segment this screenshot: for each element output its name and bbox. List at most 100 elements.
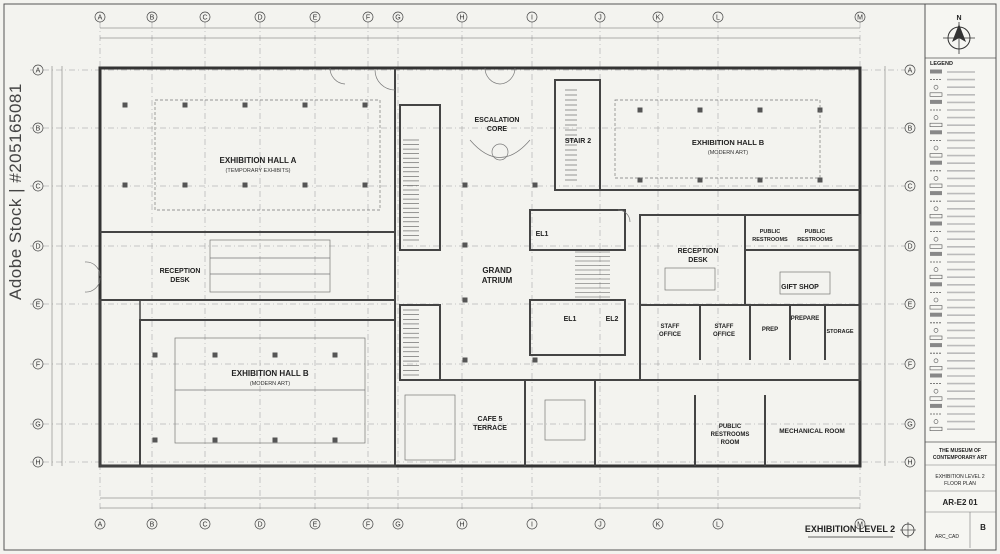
label-staff-office-2a: STAFF [715, 324, 734, 330]
label-core: CORE [487, 126, 508, 133]
grid-bubble [904, 456, 916, 468]
grid-bubble [854, 518, 866, 530]
grid-bubble [652, 518, 664, 530]
grid-bubble [309, 518, 321, 530]
grid-bubble-label: C [202, 14, 207, 21]
label-reception-left: RECEPTION [160, 268, 201, 275]
label-staff-office-1b: OFFICE [659, 332, 681, 338]
label-restrooms-2a: PUBLIC [805, 229, 826, 235]
label-hall-b-left: EXHIBITION HALL B [231, 369, 308, 378]
grid-bubble-label: B [908, 125, 913, 132]
grid-bubble [456, 518, 468, 530]
grid-bubble-label: H [907, 459, 912, 466]
grid-bubble [199, 11, 211, 23]
label-el1-top: EL1 [536, 231, 549, 238]
grid-bubble-label: E [313, 521, 318, 528]
label-restrooms-3a: PUBLIC [719, 424, 742, 430]
column-marker [532, 357, 538, 363]
grid-bubble [146, 518, 158, 530]
grid-bubble [32, 180, 44, 192]
column-marker [242, 182, 248, 188]
grid-bubble-label: C [35, 183, 40, 190]
plan-details [84, 67, 831, 461]
column-marker [637, 107, 643, 113]
grid-bubble-label: D [257, 521, 262, 528]
grid-bubble [32, 298, 44, 310]
column-marker [362, 182, 368, 188]
label-desk-right: DESK [688, 257, 707, 264]
grid-bubble-label: A [36, 67, 41, 74]
grid-bubble [362, 518, 374, 530]
label-staff-office-2b: OFFICE [713, 332, 735, 338]
legend-symbols [929, 69, 975, 432]
grid-bubble [392, 11, 404, 23]
grid-bubble-label: E [313, 14, 318, 21]
grid-bubble [32, 64, 44, 76]
grid-bubble [456, 11, 468, 23]
grid-bubble [652, 11, 664, 23]
grid-bubble-label: C [907, 183, 912, 190]
title-revision: B [980, 523, 986, 532]
grid-bubble-label: F [366, 14, 370, 21]
column-marker [697, 107, 703, 113]
grid-bubble [712, 518, 724, 530]
column-marker [697, 177, 703, 183]
structural-columns [122, 102, 823, 443]
north-arrow-icon: N [943, 15, 975, 54]
label-restrooms-2b: RESTROOMS [797, 237, 833, 243]
label-restrooms-3c: ROOM [721, 440, 740, 446]
column-marker [212, 437, 218, 443]
grid-bubble-label: F [366, 521, 370, 528]
label-cafe: CAFE 5 [478, 416, 503, 423]
grid-bubble-label: B [150, 521, 155, 528]
grid-bubble-label: C [202, 521, 207, 528]
label-hall-a-sub: (TEMPORARY EXHIBITS) [226, 168, 291, 174]
grid-bubble-label: B [150, 14, 155, 21]
label-el1-bottom: EL1 [564, 316, 577, 323]
label-restrooms-3b: RESTROOMS [711, 432, 750, 438]
column-marker [122, 182, 128, 188]
grid-bubble [32, 358, 44, 370]
bottom-sheet-title: EXHIBITION LEVEL 2 [805, 524, 895, 534]
room-labels: EXHIBITION HALL A (TEMPORARY EXHIBITS) E… [160, 117, 854, 446]
grid-bubble [594, 11, 606, 23]
column-marker [462, 297, 468, 303]
grid-bubble-label: B [36, 125, 41, 132]
grid-bubble [32, 240, 44, 252]
title-sheet-number: AR-E2 01 [942, 498, 978, 507]
grid-bubble-label: G [395, 521, 400, 528]
label-atrium: ATRIUM [482, 276, 513, 285]
grid-lines [30, 22, 915, 512]
label-escalation: ESCALATION [475, 117, 520, 124]
grid-bubble [526, 518, 538, 530]
column-marker [302, 182, 308, 188]
column-marker [462, 357, 468, 363]
label-stair-2: STAIR 2 [565, 138, 591, 145]
column-marker [272, 437, 278, 443]
label-hall-b-right: EXHIBITION HALL B [692, 138, 765, 147]
grid-bubble-label: I [531, 521, 533, 528]
grid-bubble-label: L [716, 521, 720, 528]
grid-bubble-label: D [35, 243, 40, 250]
grid-bubble-label: M [857, 14, 863, 21]
column-marker [757, 107, 763, 113]
label-el2: EL2 [606, 316, 619, 323]
grid-bubble-label: G [395, 14, 400, 21]
column-marker [152, 437, 158, 443]
grid-bubble [254, 518, 266, 530]
title-sheet-1: EXHIBITION LEVEL 2 [935, 474, 984, 480]
column-marker [242, 102, 248, 108]
label-hall-b-right-sub: (MODERN ART) [708, 150, 748, 156]
grid-bubble-label: A [908, 67, 913, 74]
grid-bubble [712, 11, 724, 23]
grid-bubble [362, 11, 374, 23]
grid-bubble [594, 518, 606, 530]
grid-bubble-label: H [35, 459, 40, 466]
grid-bubble-label: A [98, 521, 103, 528]
grid-bubble-label: J [598, 521, 602, 528]
grid-bubble-label: D [907, 243, 912, 250]
label-gift-shop: GIFT SHOP [781, 284, 819, 291]
grid-bubble [904, 180, 916, 192]
